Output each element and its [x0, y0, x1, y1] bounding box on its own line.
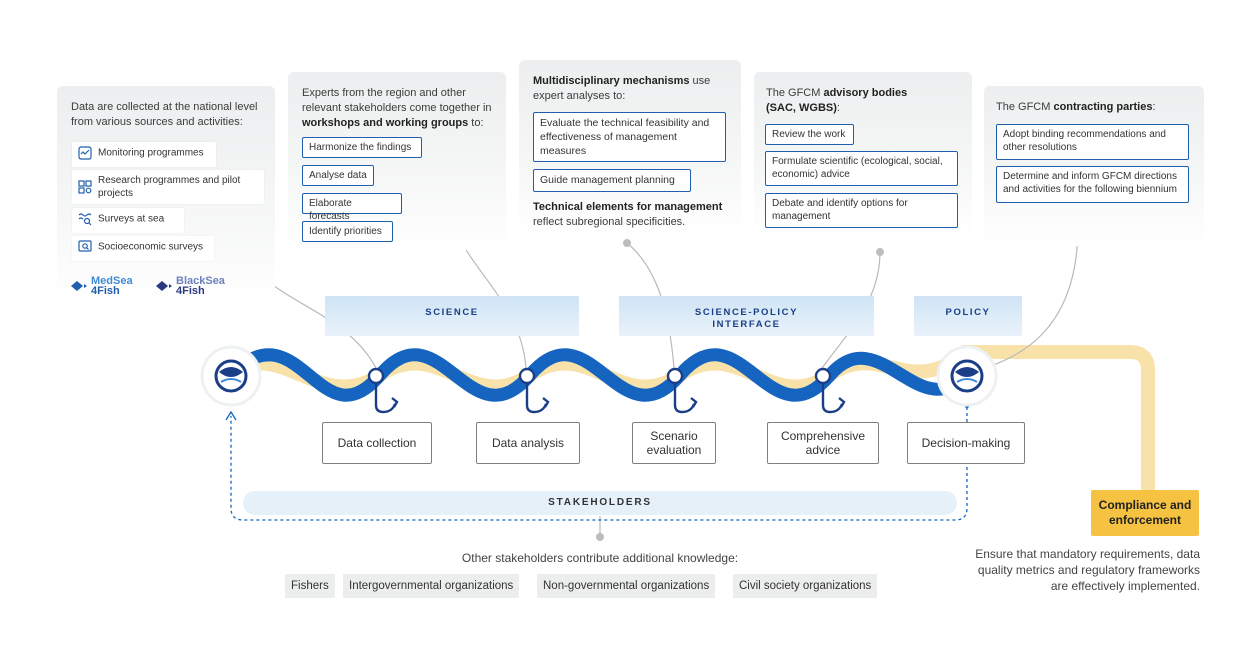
medsea4fish-logo: MedSea 4Fish — [71, 275, 133, 297]
panel4-intro-bold2: (SAC, WGBS) — [766, 102, 837, 114]
panel4-intro-bold: advisory bodies — [823, 87, 908, 99]
item-identify-priorities: Identify priorities — [302, 221, 393, 242]
stage-decision-making: Decision-making — [907, 422, 1025, 464]
item-socioeconomic-surveys: Socioeconomic surveys — [72, 236, 214, 261]
item-guide-management-planning: Guide management planning — [533, 169, 691, 192]
logo-bottom: 4Fish — [91, 285, 120, 297]
hook-scenario-evaluation — [666, 367, 698, 414]
monitoring-icon — [78, 146, 92, 160]
item-evaluate-feasibility: Evaluate the technical feasibility and e… — [533, 112, 726, 162]
compliance-box: Compliance and enforcement — [1091, 490, 1199, 536]
panel5-intro: The GFCM contracting parties: — [996, 100, 1196, 115]
research-icon — [78, 180, 92, 194]
logo-bottom: 4Fish — [176, 285, 205, 297]
panel3-intro-b: use expert analyses to: — [533, 75, 711, 102]
medsea-logo-icon — [71, 281, 87, 291]
stakeholders-note: Other stakeholders contribute additional… — [461, 551, 739, 565]
blacksea-logo-icon — [156, 281, 172, 291]
panel4-intro-a: The GFCM — [766, 87, 824, 99]
item-monitoring-programmes: Monitoring programmes — [72, 142, 216, 167]
panel1-intro: Data are collected at the national level… — [71, 101, 258, 128]
stage-scenario-evaluation: Scenario evaluation — [632, 422, 716, 464]
stage-comprehensive-advice: Comprehensive advice — [767, 422, 879, 464]
data-analysis-panel — [288, 72, 506, 250]
hook-data-analysis — [518, 367, 550, 414]
panel5-intro-b: : — [1152, 101, 1156, 113]
gfcm-logo-left — [200, 345, 262, 407]
item-harmonize-findings: Harmonize the findings — [302, 137, 422, 158]
feedback-loop — [230, 407, 968, 521]
item-debate-options: Debate and identify options for manageme… — [765, 193, 958, 228]
item-surveys-at-sea: Surveys at sea — [72, 208, 184, 233]
logo-top: BlackSea — [176, 275, 225, 287]
zone-label: SCIENCE-POLICY INTERFACE — [694, 307, 799, 330]
panel3-footer-b: reflect subregional specificities. — [533, 216, 686, 228]
panel4-intro: The GFCM advisory bodies (SAC, WGBS): — [766, 86, 966, 116]
zone-science-policy-interface: SCIENCE-POLICY INTERFACE — [619, 296, 874, 336]
item-review-work: Review the work — [765, 124, 854, 145]
survey-at-sea-icon — [78, 213, 92, 226]
stage-data-collection: Data collection — [322, 422, 432, 464]
panel2-intro-a: Experts from the region and other releva… — [302, 87, 492, 114]
hook-data-collection — [367, 367, 399, 414]
panel3-intro: Multidisciplinary mechanisms use expert … — [533, 74, 733, 104]
item-label: Monitoring programmes — [98, 147, 204, 159]
item-determine-directions: Determine and inform GFCM directions and… — [996, 166, 1189, 203]
panel3-footer: Technical elements for management reflec… — [533, 200, 733, 230]
item-research-programmes: Research programmes and pilot projects — [72, 170, 264, 204]
stakeholders-bar: STAKEHOLDERS — [243, 491, 957, 515]
item-label: Socioeconomic surveys — [98, 241, 204, 253]
panel2-intro: Experts from the region and other releva… — [302, 86, 502, 131]
blacksea4fish-logo: BlackSea 4Fish — [156, 275, 225, 297]
panel3-intro-bold: Multidisciplinary mechanisms — [533, 75, 690, 87]
gfcm-logo-right — [936, 345, 998, 407]
tag-civil-society: Civil society organizations — [733, 574, 878, 598]
item-elaborate-forecasts: Elaborate forecasts — [302, 193, 402, 222]
panel5-intro-a: The GFCM — [996, 101, 1054, 113]
panel4-intro-b: : — [836, 102, 840, 114]
logo-top: MedSea — [91, 275, 133, 287]
process-wave — [223, 348, 975, 402]
panel5-intro-bold: contracting parties — [1053, 101, 1153, 113]
socioeconomic-icon — [78, 240, 92, 252]
panel3-footer-bold: Technical elements for management — [533, 201, 723, 213]
hook-markers — [367, 367, 846, 414]
tag-fishers: Fishers — [285, 574, 335, 598]
zone-science: SCIENCE — [325, 296, 579, 336]
panel2-intro-bold: workshops and working groups — [302, 117, 469, 129]
item-analyse-data: Analyse data — [302, 165, 374, 186]
item-label: Surveys at sea — [98, 213, 165, 225]
panel2-intro-b: to: — [468, 117, 484, 129]
item-formulate-advice: Formulate scientific (ecological, social… — [765, 151, 958, 186]
tag-non-governmental: Non-governmental organizations — [537, 574, 716, 598]
tag-intergovernmental: Intergovernmental organizations — [343, 574, 520, 598]
item-adopt-binding: Adopt binding recommendations and other … — [996, 124, 1189, 160]
item-label: Research programmes and pilot projects — [98, 175, 241, 199]
compliance-note: Ensure that mandatory requirements, data… — [975, 547, 1200, 593]
hook-comprehensive-advice — [814, 367, 846, 414]
stage-data-analysis: Data analysis — [476, 422, 580, 464]
zone-policy: POLICY — [914, 296, 1022, 336]
